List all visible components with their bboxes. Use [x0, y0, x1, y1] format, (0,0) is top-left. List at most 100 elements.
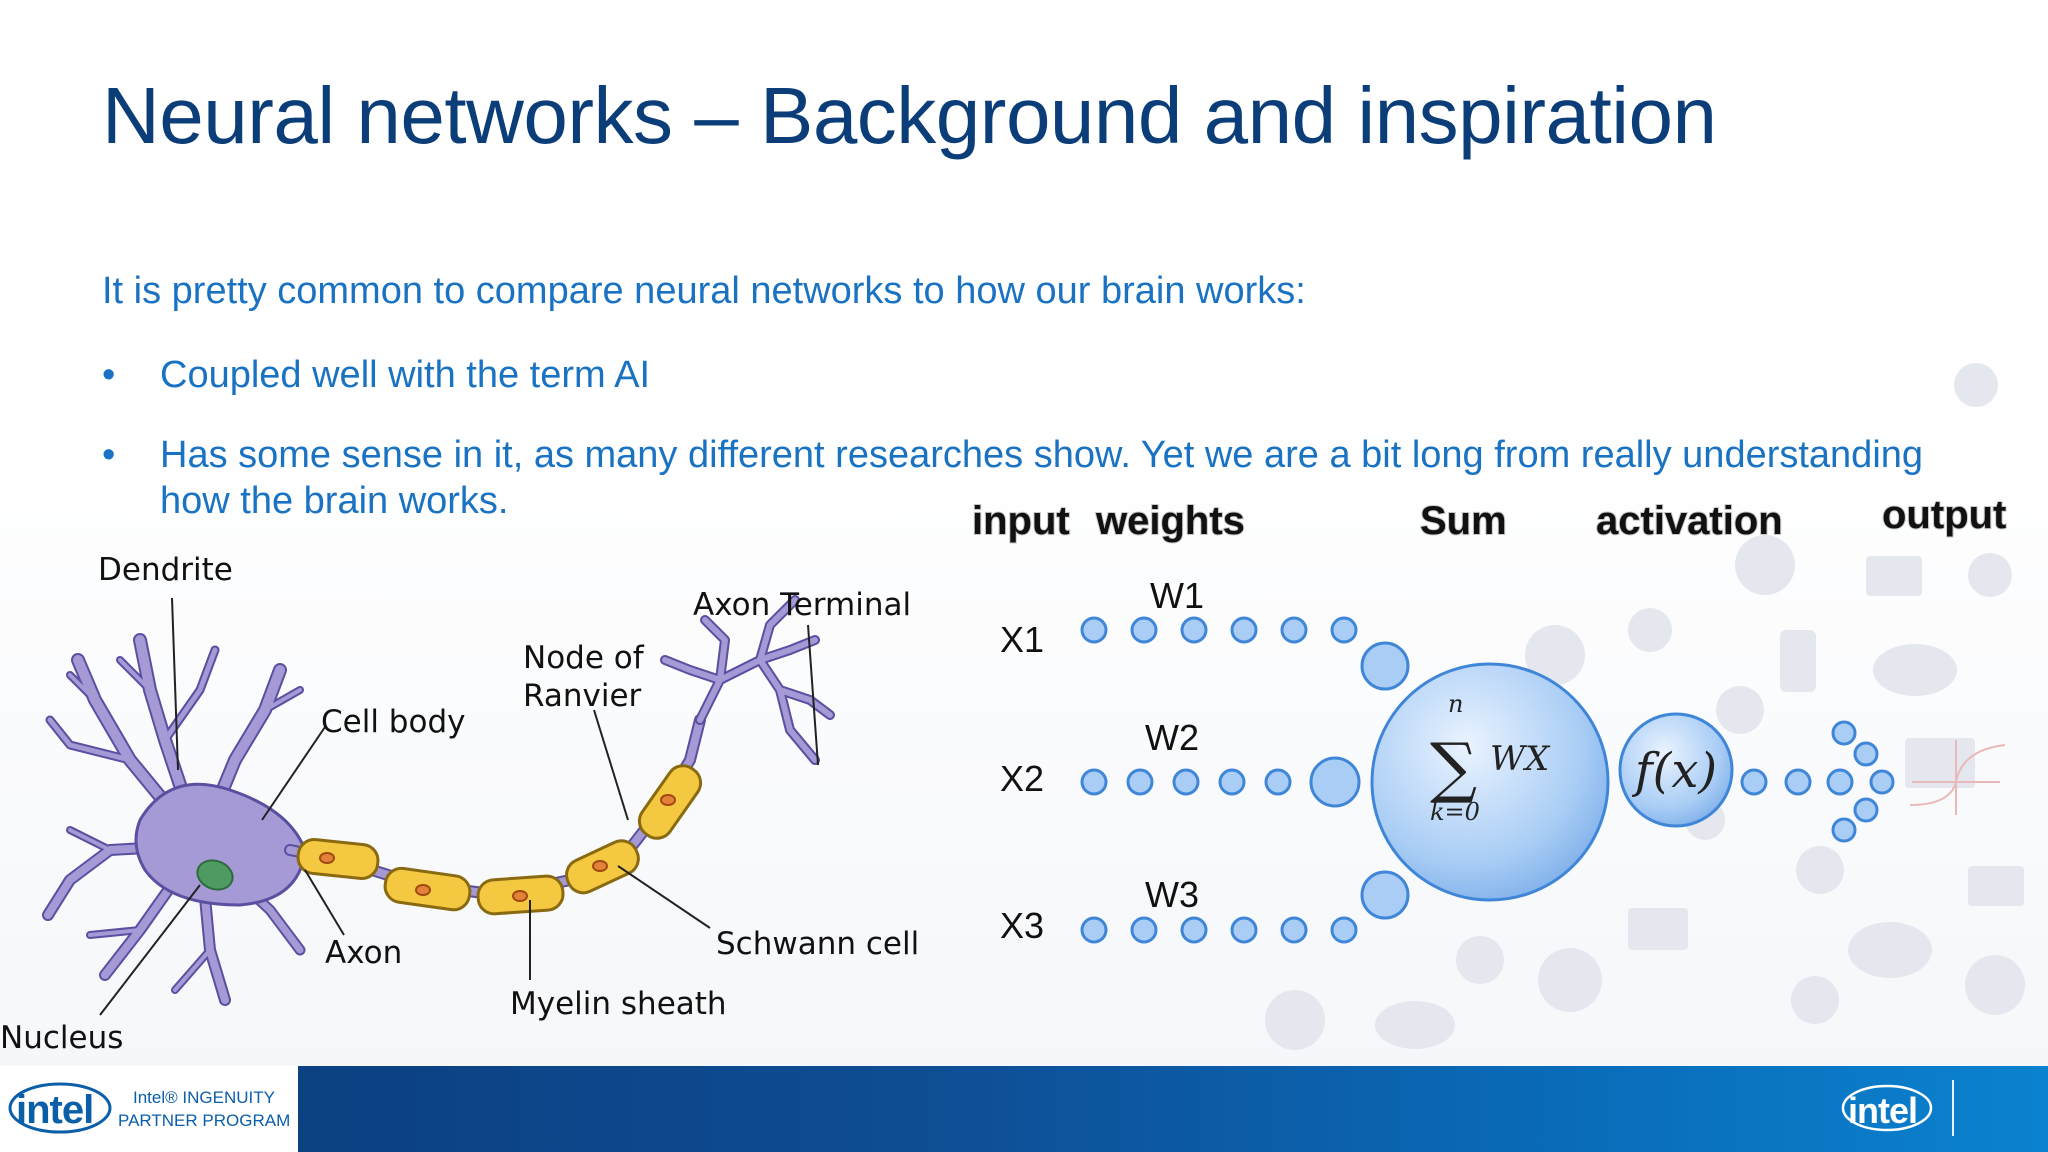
page-title: Neural networks – Background and inspira… — [102, 71, 1717, 160]
connections — [1080, 616, 1895, 944]
weight-node — [1330, 616, 1358, 644]
label-schwann-cell: Schwann cell — [716, 926, 919, 962]
label-dendrite: Dendrite — [98, 552, 233, 588]
header-output: output — [1882, 493, 2006, 537]
weight-node — [1330, 916, 1358, 944]
footer-left-panel: intel Intel® INGENUITY PARTNER PROGRAM — [0, 1066, 298, 1152]
junction-node — [1360, 870, 1410, 920]
sum-upper-limit: n — [1448, 690, 1463, 718]
header-sum: Sum — [1420, 499, 1507, 543]
junction-node — [1309, 756, 1361, 808]
weight-node — [1230, 916, 1258, 944]
weight-node — [1172, 768, 1200, 796]
weight-node — [1180, 916, 1208, 944]
weight-w2: W2 — [1145, 717, 1199, 758]
headset-icon — [1791, 976, 1839, 1024]
weight-node — [1130, 616, 1158, 644]
globe-icon — [1735, 535, 1795, 595]
nucleus — [196, 859, 234, 891]
label-axon: Axon — [325, 935, 402, 971]
weight-node — [1280, 916, 1308, 944]
output-node — [1740, 768, 1768, 796]
label-nucleus: Nucleus — [0, 1020, 123, 1056]
envelope-icon — [1968, 866, 2024, 906]
cell-body — [134, 782, 307, 907]
label-axon-terminal: Axon Terminal — [693, 587, 911, 623]
output-node — [1853, 797, 1879, 823]
label-myelin-sheath: Myelin sheath — [510, 986, 727, 1022]
footer-bar: intel Intel® INGENUITY PARTNER PROGRAM i… — [0, 1066, 2048, 1152]
program-name-line-2: PARTNER PROGRAM — [118, 1111, 291, 1130]
weight-node — [1264, 768, 1292, 796]
header-weights: weights — [1095, 499, 1245, 543]
at-sign-icon — [1525, 625, 1585, 685]
label-node-of-ranvier-line-2: Ranvier — [523, 678, 642, 714]
intel-logo-ring-icon — [8, 1082, 112, 1134]
presentation-icon — [1628, 908, 1688, 950]
myelin-segment — [296, 837, 380, 881]
intro-text: It is pretty common to compare neural ne… — [102, 270, 1306, 312]
output-node — [1831, 720, 1857, 746]
weight-node — [1080, 916, 1108, 944]
sigmoid-icon — [1909, 740, 2006, 815]
bullet-text-continued: how the brain works. — [160, 480, 509, 522]
network-diagram: input weights Sum activation output X1 X… — [971, 492, 2007, 946]
junction-node — [1360, 641, 1410, 691]
weight-node — [1080, 616, 1108, 644]
bullet-marker: • — [102, 434, 116, 476]
footer-divider — [1952, 1080, 1954, 1136]
sum-body: WX — [1490, 739, 1551, 779]
output-node — [1784, 768, 1812, 796]
weight-node — [1280, 616, 1308, 644]
label-node-of-ranvier-line-1: Node of — [523, 640, 645, 676]
bullet-marker: • — [102, 354, 116, 396]
headset-icon — [1628, 608, 1672, 652]
globe-icon — [1538, 948, 1602, 1012]
input-x2: X2 — [1000, 758, 1044, 799]
cloud-icon — [1375, 1001, 1455, 1049]
phone-icon — [1780, 630, 1816, 692]
monitor-icon — [1866, 556, 1922, 596]
at-sign-icon — [1265, 990, 1325, 1050]
intel-logo-footer: intel — [1848, 1090, 1918, 1131]
intel-logo-ring-icon — [1841, 1084, 1933, 1132]
output-node — [1853, 741, 1879, 767]
header-input: input — [972, 499, 1070, 543]
people-icon — [1954, 363, 1998, 407]
refresh-icon — [1456, 936, 1504, 984]
weight-node — [1126, 768, 1154, 796]
output-node — [1869, 769, 1895, 795]
axon-terminal — [660, 595, 835, 765]
sum-sigma: ∑ — [1430, 729, 1477, 806]
header-activation: activation — [1596, 499, 1783, 543]
weight-node — [1180, 616, 1208, 644]
input-x1: X1 — [1000, 619, 1044, 660]
weight-node — [1230, 616, 1258, 644]
output-node — [1826, 768, 1854, 796]
label-cell-body: Cell body — [321, 704, 465, 740]
sum-lower-limit: k=0 — [1430, 798, 1480, 826]
sum-node — [1370, 662, 1610, 902]
neuron-diagram: Dendrite Cell body Node of Ranvier Axon … — [0, 552, 919, 1056]
activation-function: f(x) — [1632, 743, 1717, 799]
input-x3: X3 — [1000, 905, 1044, 946]
intel-logo: intel — [16, 1088, 94, 1132]
weight-w1: W1 — [1150, 575, 1204, 616]
bullet-text: Has some sense in it, as many different … — [160, 434, 1924, 476]
at-sign-icon — [1796, 846, 1844, 894]
schwann-nuclei — [319, 794, 676, 902]
bullet-text: Coupled well with the term AI — [160, 354, 651, 396]
globe-icon — [1965, 955, 2025, 1015]
people-icon — [1968, 553, 2012, 597]
gear-icon — [1716, 686, 1764, 734]
weight-node — [1080, 768, 1108, 796]
program-name-line-1: Intel® INGENUITY — [133, 1088, 275, 1107]
cloud-icon — [1848, 922, 1932, 978]
weight-node — [1218, 768, 1246, 796]
myelin-sheath-segments — [296, 764, 703, 916]
activation-node — [1618, 712, 1734, 828]
output-node — [1831, 817, 1857, 843]
cloud-icon — [1873, 644, 1957, 696]
